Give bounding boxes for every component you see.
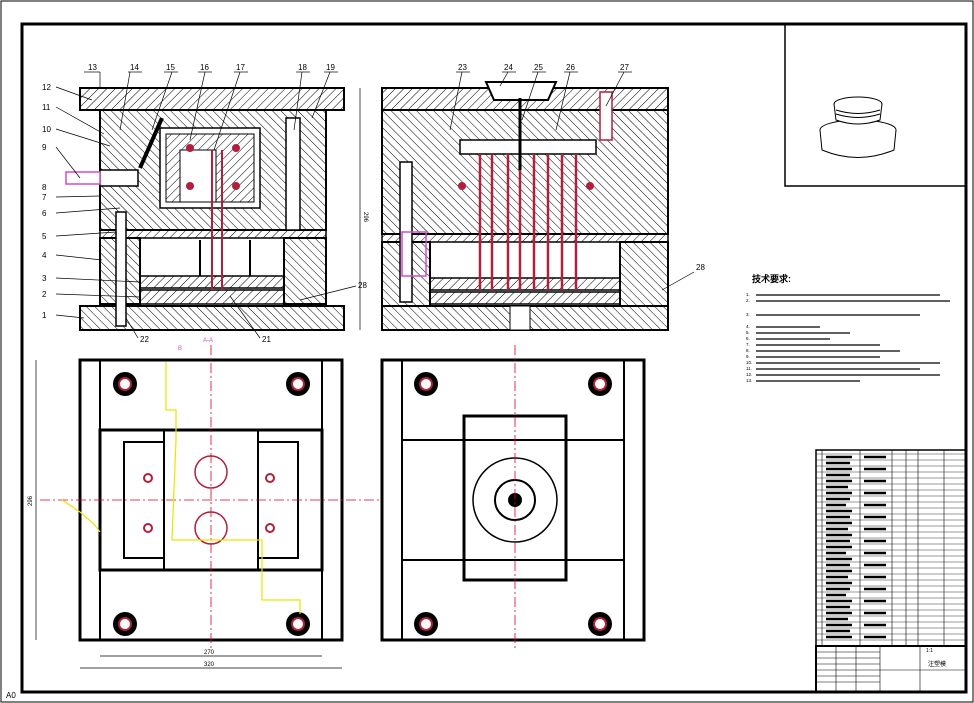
sheet-inner-border xyxy=(20,22,968,694)
dimension-plan-width-inner: 270 xyxy=(204,650,215,656)
tech-line: 2. xyxy=(746,298,750,303)
title-block: 1:1 注塑模 xyxy=(815,645,967,693)
balloon-22: 22 xyxy=(140,335,149,344)
parts-list xyxy=(815,449,967,647)
tech-line: 11. xyxy=(746,366,752,371)
balloon-14: 14 xyxy=(130,63,139,72)
balloon-26: 26 xyxy=(566,63,575,72)
tech-line: 13. xyxy=(746,378,752,383)
tech-line: 4. xyxy=(746,324,750,329)
balloon-19: 19 xyxy=(326,63,335,72)
title-block-title: 注塑模 xyxy=(928,660,946,668)
balloon-9: 9 xyxy=(42,143,47,152)
title-block-scale: 1:1 xyxy=(926,648,933,654)
tech-line: 9. xyxy=(746,354,750,359)
part-preview xyxy=(784,23,967,187)
balloon-1: 1 xyxy=(42,311,47,320)
balloon-10: 10 xyxy=(42,125,51,134)
sheet-size-label: A0 xyxy=(6,691,16,700)
section-marker-a: A-A xyxy=(203,338,213,344)
moving-half-plan-view: 296 270 320 A-A B xyxy=(28,338,384,669)
tech-line: 8. xyxy=(746,348,750,353)
balloon-7: 7 xyxy=(42,193,47,202)
balloons-front-top: 13 14 15 16 17 18 19 xyxy=(84,63,338,151)
balloon-15: 15 xyxy=(166,63,175,72)
balloon-28-side: 28 xyxy=(696,263,705,272)
balloon-8: 8 xyxy=(42,183,47,192)
balloon-17: 17 xyxy=(236,63,245,72)
balloon-21: 21 xyxy=(262,335,271,344)
front-section-view: 296 xyxy=(65,87,368,331)
balloons-front-bottom: 22 21 28 xyxy=(125,281,367,344)
tech-line: 12. xyxy=(746,372,752,377)
tech-requirements-title: 技术要求: xyxy=(752,273,791,284)
dimension-height-front: 296 xyxy=(362,212,368,223)
side-section-view xyxy=(381,81,669,331)
balloon-11: 11 xyxy=(42,103,51,112)
balloon-25: 25 xyxy=(534,63,543,72)
balloons-front-left: 12 11 10 9 8 7 6 5 4 3 2 1 xyxy=(42,83,141,320)
tech-line: 1. xyxy=(746,292,750,297)
tech-line: 10. xyxy=(746,360,752,365)
tech-line: 7. xyxy=(746,342,750,347)
balloon-2: 2 xyxy=(42,290,47,299)
balloon-4: 4 xyxy=(42,251,47,260)
balloon-27: 27 xyxy=(620,63,629,72)
balloon-16: 16 xyxy=(200,63,209,72)
tech-line: 6. xyxy=(746,336,750,341)
balloon-28-front: 28 xyxy=(358,281,367,290)
fixed-half-plan-view xyxy=(380,345,646,650)
balloons-side-top: 23 24 25 26 27 28 xyxy=(449,63,705,291)
dimension-plan-height: 296 xyxy=(28,495,34,506)
tech-line: 3. xyxy=(746,312,750,317)
balloon-13: 13 xyxy=(88,63,97,72)
balloon-12: 12 xyxy=(42,83,51,92)
balloon-5: 5 xyxy=(42,232,47,241)
balloon-24: 24 xyxy=(504,63,513,72)
balloon-6: 6 xyxy=(42,209,47,218)
balloon-3: 3 xyxy=(42,274,47,283)
balloon-18: 18 xyxy=(298,63,307,72)
dimension-plan-width-outer: 320 xyxy=(204,662,215,668)
technical-requirements: 技术要求: 1. 2. 3. 4. 5. 6. 7. 8. 9. 10. 11.… xyxy=(746,273,950,383)
balloon-23: 23 xyxy=(458,63,467,72)
tech-line: 5. xyxy=(746,330,750,335)
section-marker-b: B xyxy=(178,346,182,352)
